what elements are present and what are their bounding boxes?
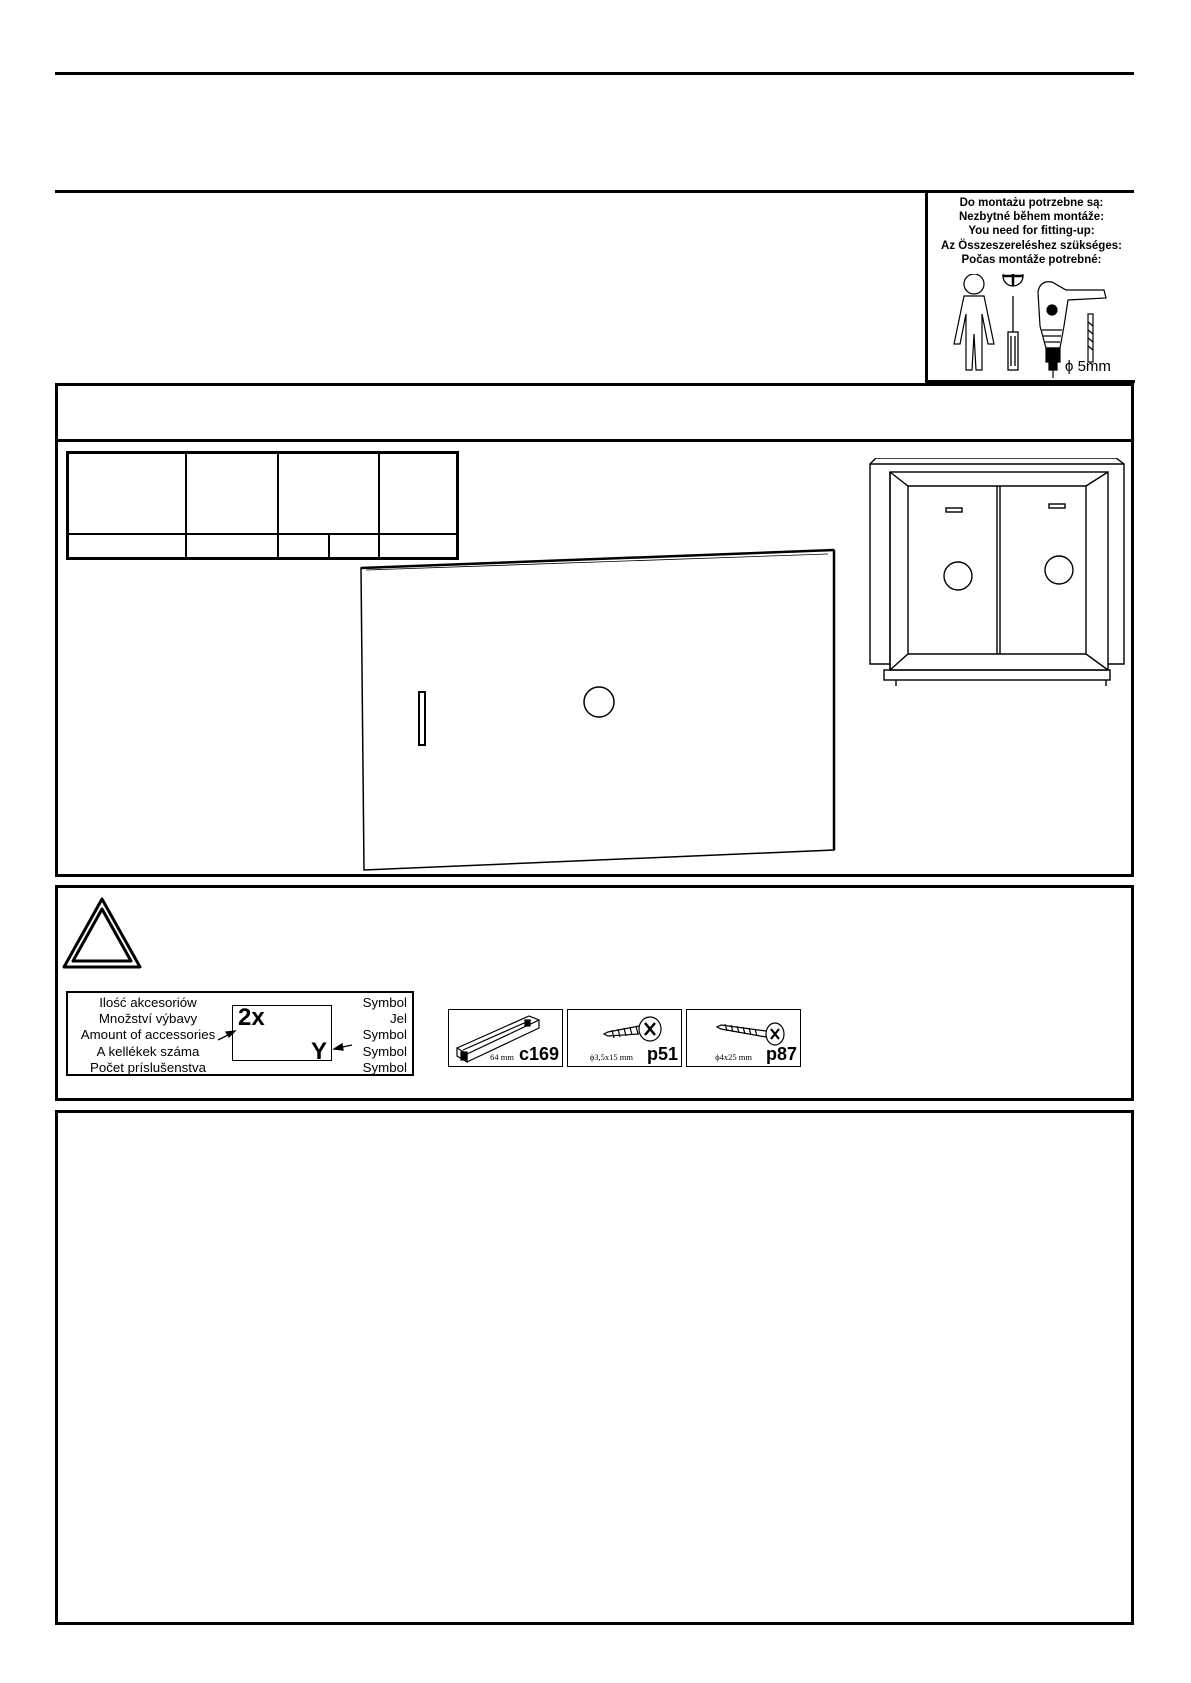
legend-amount-hu: A kellékek száma: [96, 1043, 200, 1059]
drill-icon: [1037, 281, 1107, 378]
legend-example-quantity: 2x: [238, 1004, 265, 1031]
legend-amount-sk: Počet príslušenstva: [89, 1059, 207, 1075]
tools-line-sk: Počas montáže potrebné:: [961, 253, 1102, 266]
parts-overview-panel: [55, 439, 1134, 877]
screwdriver-icon: [1002, 274, 1024, 371]
legend-amount-cz: Množství výbavy: [98, 1011, 198, 1027]
tools-line-hu: Az Összeszereléshez szükséges:: [941, 239, 1122, 252]
legend-symbol-hu-jel: Jel: [390, 1011, 407, 1027]
accessory-code: p51: [646, 1044, 678, 1064]
legend-symbol-en: Symbol: [362, 1027, 407, 1043]
legend-amount-labels: Ilość akcesoriów Množství výbavy Amount …: [68, 995, 228, 1076]
legend-amount-en: Amount of accessories: [80, 1027, 216, 1043]
header-rule-top: [55, 72, 1134, 75]
accessory-code: c169: [518, 1044, 559, 1064]
accessory-p51: ϕ3,5x15 mm p51: [567, 1009, 682, 1067]
accessory-c169: 64 mm c169: [448, 1009, 563, 1067]
accessory-size: ϕ4x25 mm: [715, 1052, 752, 1062]
tools-line-cz: Nezbytné během montáže:: [958, 211, 1105, 224]
legend-symbol-hu: Symbol: [362, 1043, 407, 1059]
legend-example-symbol: Y: [310, 1037, 327, 1065]
legend-symbol-sk: Symbol: [362, 1059, 407, 1075]
accessories-panel: [55, 885, 1134, 1101]
tools-line-en: You need for fitting-up:: [968, 225, 1095, 238]
accessory-p87: ϕ4x25 mm p87: [686, 1009, 801, 1067]
screw-icon: [715, 1022, 785, 1046]
parts-table: [66, 451, 459, 560]
tools-required-box: Do montażu potrzebne są: Nezbytné během …: [925, 192, 1135, 383]
legend-amount-pl: Ilość akcesoriów: [99, 995, 197, 1010]
legend-symbol-pl: Symbol: [362, 995, 407, 1010]
tools-required-text: Do montażu potrzebne są: Nezbytné během …: [928, 196, 1135, 267]
warning-icon: [62, 897, 142, 969]
section-title-bar: [55, 383, 1134, 442]
person-icon: [953, 274, 995, 371]
cabinet-drawing: [869, 458, 1125, 686]
legend-symbol-labels: Symbol Jel Symbol Symbol Symbol: [363, 995, 407, 1076]
drill-bit-size: ϕ 5mm: [1065, 358, 1111, 375]
screw-icon: [602, 1016, 662, 1042]
door-panel-drawing: [360, 548, 836, 871]
tools-line-pl: Do montażu potrzebne są:: [959, 197, 1104, 209]
assembly-step-panel: [55, 1110, 1134, 1625]
header-rule-bottom: [55, 190, 1134, 193]
connector-icon: [455, 1015, 541, 1064]
accessory-size: 64 mm: [490, 1052, 514, 1062]
accessory-legend: Ilość akcesoriów Množství výbavy Amount …: [66, 991, 414, 1076]
accessory-code: p87: [765, 1044, 797, 1064]
accessory-size: ϕ3,5x15 mm: [589, 1052, 633, 1062]
